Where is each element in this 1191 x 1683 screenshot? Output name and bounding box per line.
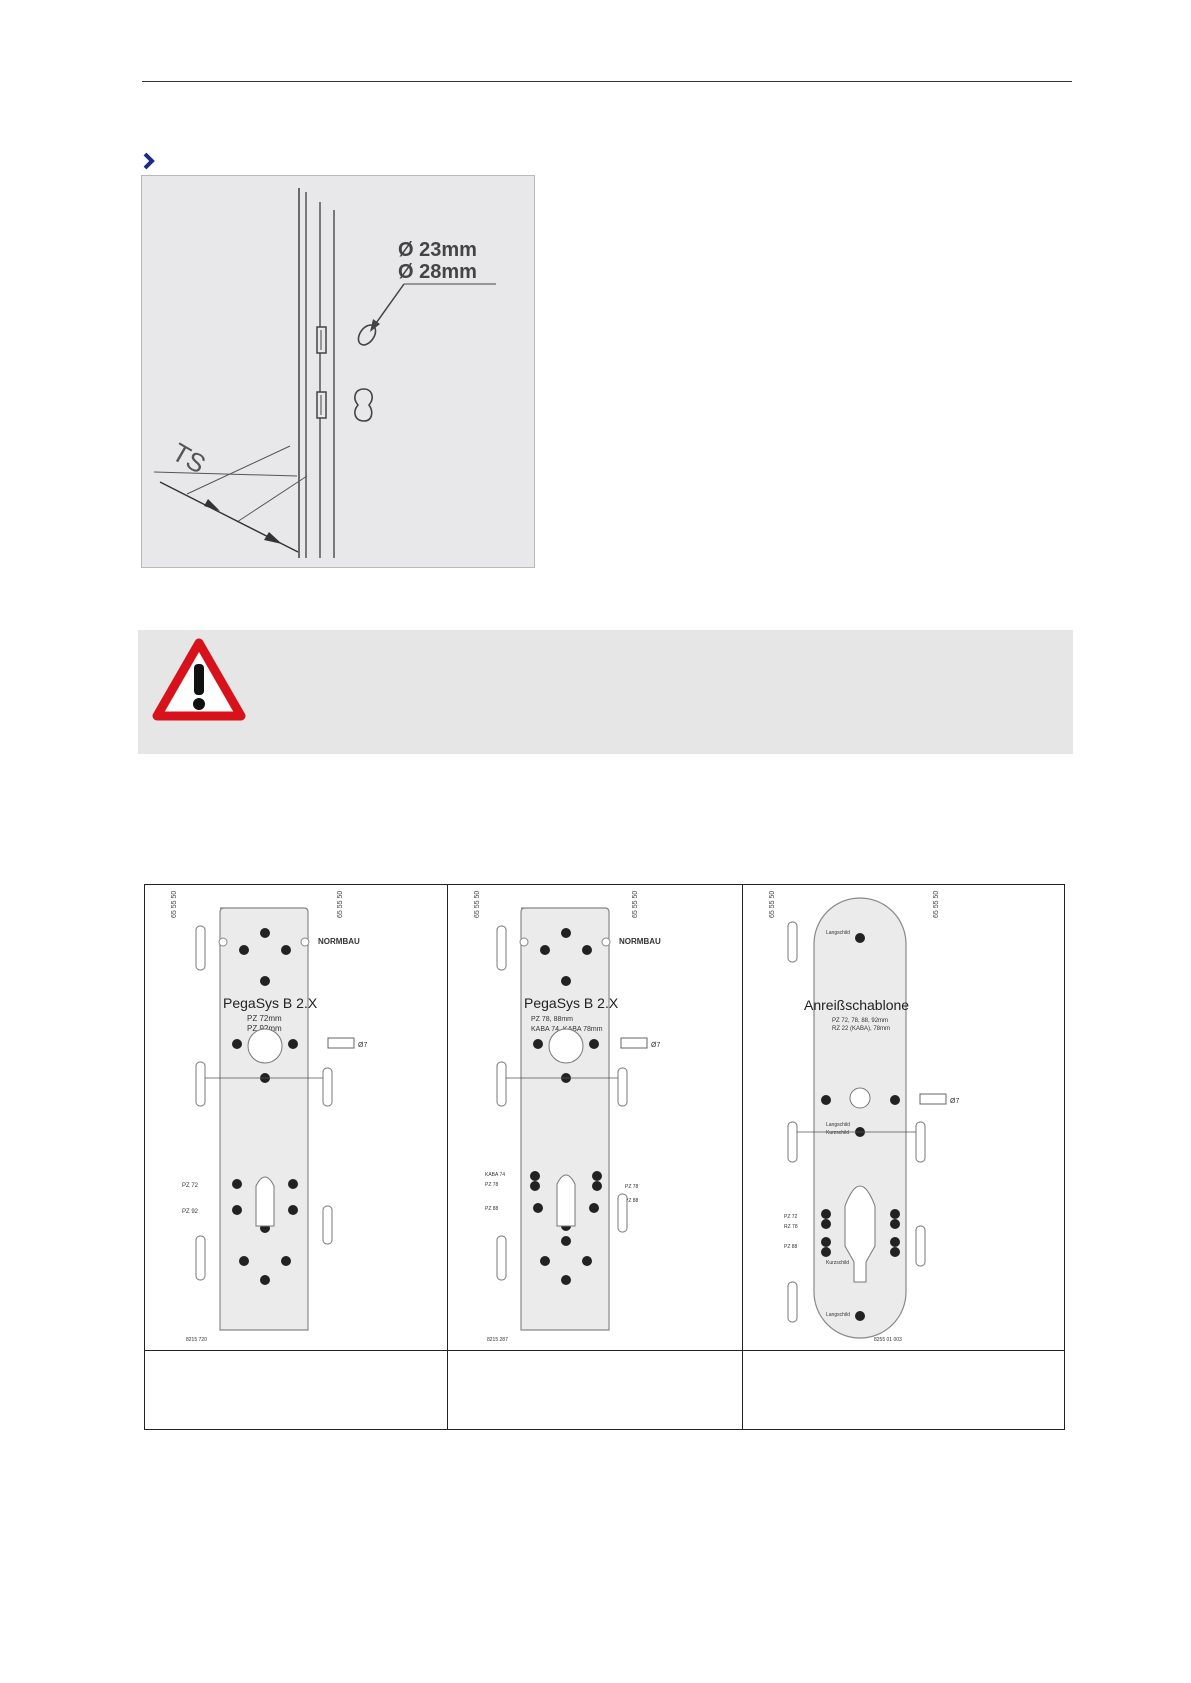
article-number: 8255 01 003 xyxy=(874,1337,902,1343)
template-line-2: PZ 92mm xyxy=(247,1024,282,1033)
top-scale-left: 65 55 50 xyxy=(769,891,776,918)
top-scale-right: 65 55 50 xyxy=(337,891,344,918)
top-scale-right: 65 55 50 xyxy=(933,891,940,918)
side-label-pz88-right: PZ 88 xyxy=(625,1198,639,1204)
warning-box xyxy=(138,630,1073,754)
side-label-pz78-right: PZ 78 xyxy=(625,1184,639,1190)
brand-label: NORMBAU xyxy=(318,937,360,946)
label-kurzschild-lower: Kurzschild xyxy=(826,1260,849,1266)
article-number: 8215 287 xyxy=(487,1337,508,1343)
diameter-label-23: Ø 23mm xyxy=(398,239,477,261)
drill-label: Ø7 xyxy=(358,1042,367,1049)
side-label-pz72: PZ 72 xyxy=(784,1214,798,1220)
template-line-1: PZ 72, 78, 88, 92mm xyxy=(832,1018,888,1024)
template-image-pegasys-78-88: 65 55 50 65 55 50 NORMBAU PegaSys B 2.X … xyxy=(449,886,741,1349)
drill-label: Ø7 xyxy=(651,1042,660,1049)
template-image-pegasys-72-92: 65 55 50 65 55 50 NORMBAU PegaSys B 2.X … xyxy=(146,886,446,1349)
template-line-1: PZ 72mm xyxy=(247,1014,282,1023)
label-langschild-mid: Langschild xyxy=(826,1122,850,1128)
template-title: PegaSys B 2.X xyxy=(524,995,619,1011)
template-title: PegaSys B 2.X xyxy=(223,995,318,1011)
drill-label: Ø7 xyxy=(950,1098,959,1105)
top-scale-left: 65 55 50 xyxy=(171,891,178,918)
template-line-2: RZ 22 (KABA), 78mm xyxy=(832,1026,890,1032)
label-langschild-bottom: Langschild xyxy=(826,1312,850,1318)
table-row-divider xyxy=(145,1350,1064,1351)
door-drilling-diagram: TS Ø 23mm Ø 28mm xyxy=(141,175,535,568)
side-label-pz88: PZ 88 xyxy=(485,1206,499,1212)
side-label-kaba74: KABA 74 xyxy=(485,1172,505,1178)
side-label-rz78: RZ 78 xyxy=(784,1224,798,1230)
side-label-pz78: PZ 78 xyxy=(485,1182,499,1188)
diameter-label-28: Ø 28mm xyxy=(398,261,477,283)
label-kurzschild-upper: Kurzschild xyxy=(826,1130,849,1136)
table-column-divider xyxy=(742,885,743,1429)
side-label-pz88: PZ 88 xyxy=(784,1244,798,1250)
warning-triangle-icon xyxy=(152,638,246,722)
header-rule xyxy=(142,81,1072,82)
template-line-1: PZ 78, 88mm xyxy=(531,1016,573,1023)
article-number: 8215 720 xyxy=(186,1337,207,1343)
top-scale-right: 65 55 50 xyxy=(632,891,639,918)
bullet-arrow-icon xyxy=(142,151,160,171)
side-label-pz92: PZ 92 xyxy=(182,1209,199,1215)
table-column-divider xyxy=(447,885,448,1429)
top-scale-left: 65 55 50 xyxy=(474,891,481,918)
template-title: Anreißschablone xyxy=(804,997,909,1013)
drill-template-table: 65 55 50 65 55 50 NORMBAU PegaSys B 2.X … xyxy=(144,884,1065,1430)
brand-label: NORMBAU xyxy=(619,937,661,946)
label-langschild-top: Langschild xyxy=(826,930,850,936)
side-label-pz72: PZ 72 xyxy=(182,1183,199,1189)
template-image-anreissschablone: 65 55 50 65 55 50 Anreißschablone PZ 72,… xyxy=(744,886,1064,1349)
